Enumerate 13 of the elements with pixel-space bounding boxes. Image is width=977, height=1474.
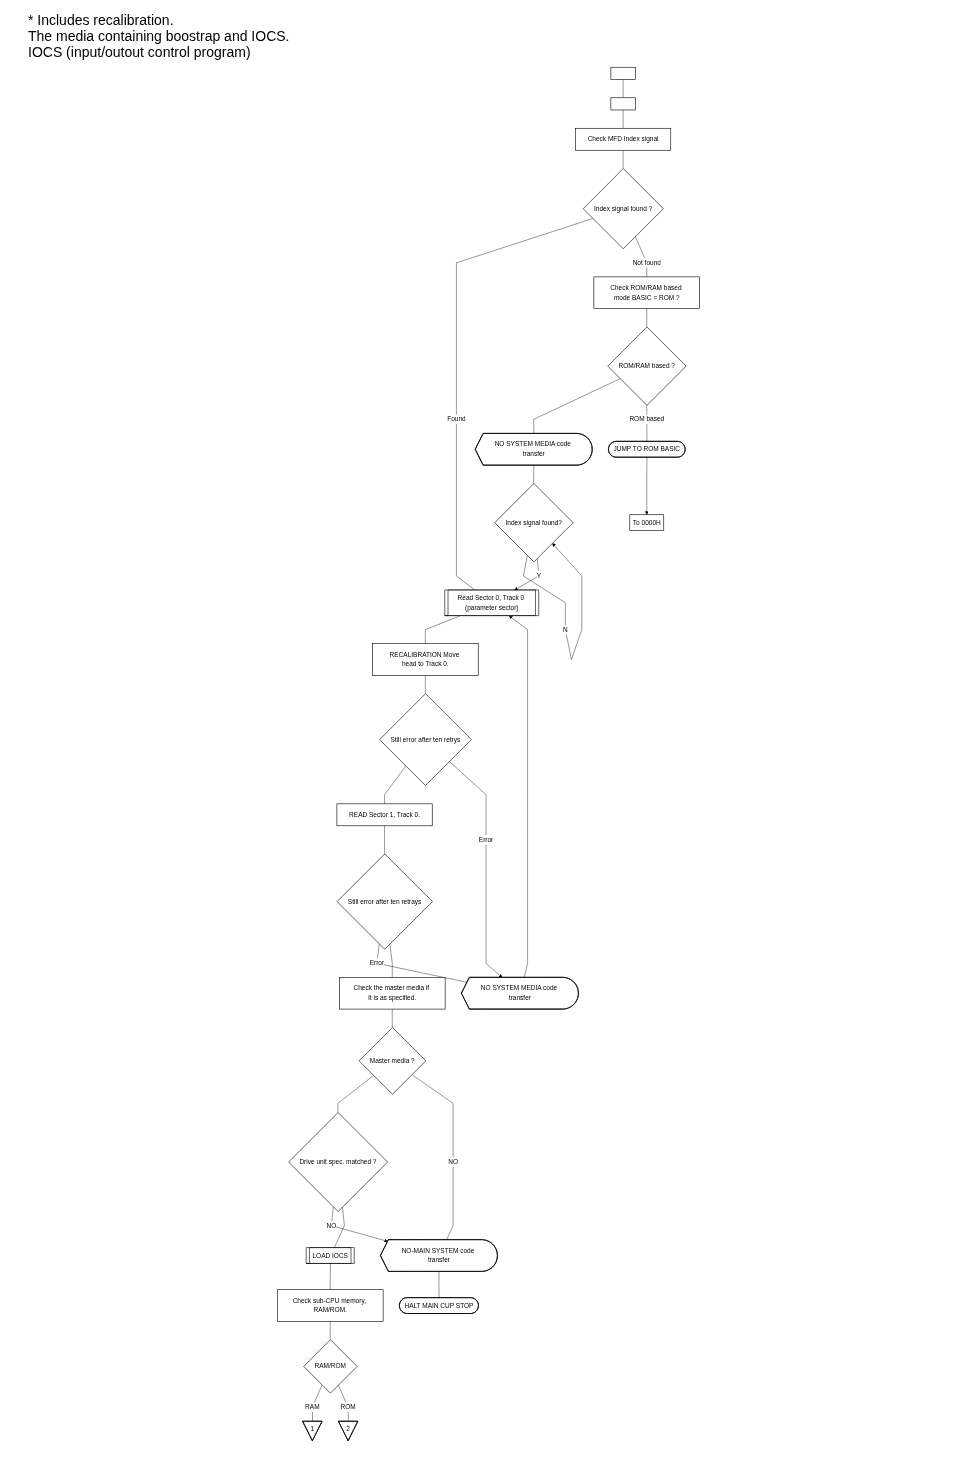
node-box: [610, 66, 636, 80]
connector: [425, 615, 461, 644]
connector: [425, 675, 426, 694]
note-text: The media containing boostrap and IOCS.: [28, 28, 291, 44]
connector: [376, 943, 468, 983]
note-text: IOCS (input/outout control program): [28, 44, 252, 60]
connector: [411, 1074, 454, 1241]
connector: [330, 1263, 331, 1290]
connector: [438, 1271, 440, 1299]
connector: [334, 1206, 345, 1248]
note-text: * Includes recalibration.: [28, 12, 175, 28]
connector: [533, 465, 535, 484]
node-box: [610, 97, 636, 111]
